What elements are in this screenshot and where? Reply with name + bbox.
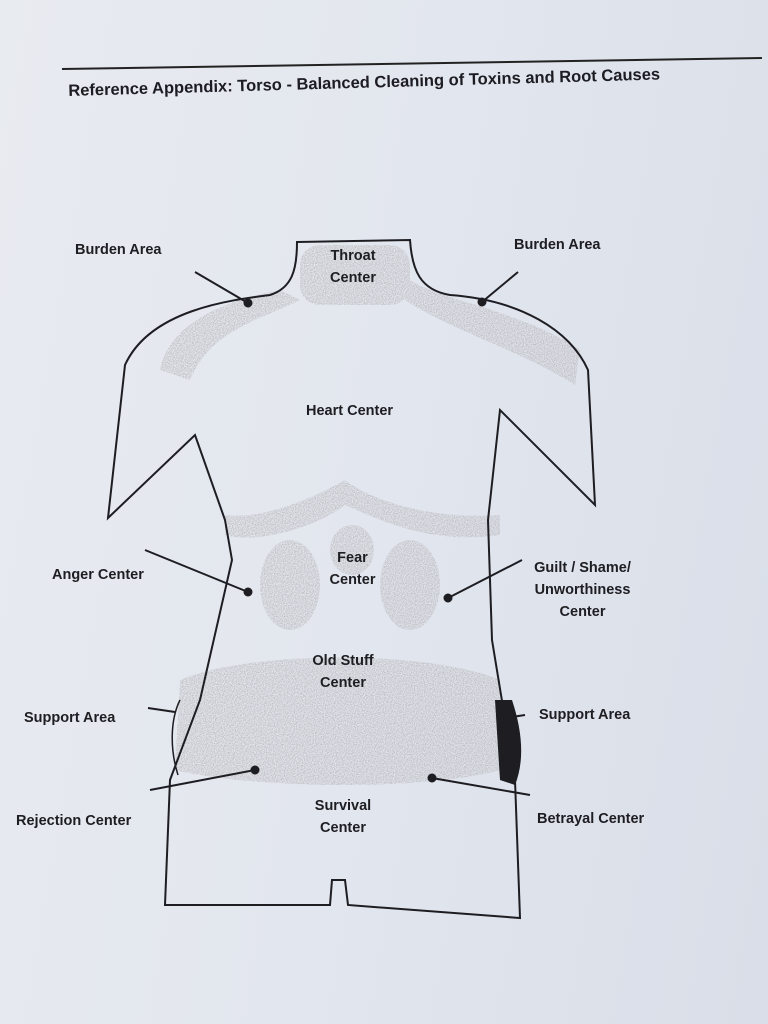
guilt-stipple xyxy=(380,540,440,630)
label-throat: Throat Center xyxy=(330,248,376,286)
label-betrayal: Betrayal Center xyxy=(537,811,645,827)
label-fear: Fear Center xyxy=(329,550,376,588)
label-support-left: Support Area xyxy=(24,710,116,726)
label-support-right: Support Area xyxy=(539,707,631,723)
support-shape-left xyxy=(171,699,181,776)
fear-stipple xyxy=(330,525,374,575)
lower-abdomen-stipple xyxy=(175,657,500,785)
label-guilt: Guilt / Shame/ Unworthiness Center xyxy=(534,560,631,620)
label-survival: Survival Center xyxy=(314,798,372,836)
label-burden-left: Burden Area xyxy=(75,242,162,258)
anger-stipple xyxy=(260,540,320,630)
shoulder-stipple-right xyxy=(405,280,580,385)
label-burden-right: Burden Area xyxy=(514,237,601,253)
chest-stipple xyxy=(225,480,500,538)
label-old-stuff: Old Stuff Center xyxy=(312,653,374,691)
throat-stipple xyxy=(300,245,410,305)
shoulder-stipple-left xyxy=(160,290,300,380)
label-rejection: Rejection Center xyxy=(16,813,132,829)
label-anger: Anger Center xyxy=(52,567,144,583)
torso-outline xyxy=(106,238,597,920)
label-heart: Heart Center xyxy=(306,403,394,419)
support-shape-right xyxy=(495,700,522,785)
